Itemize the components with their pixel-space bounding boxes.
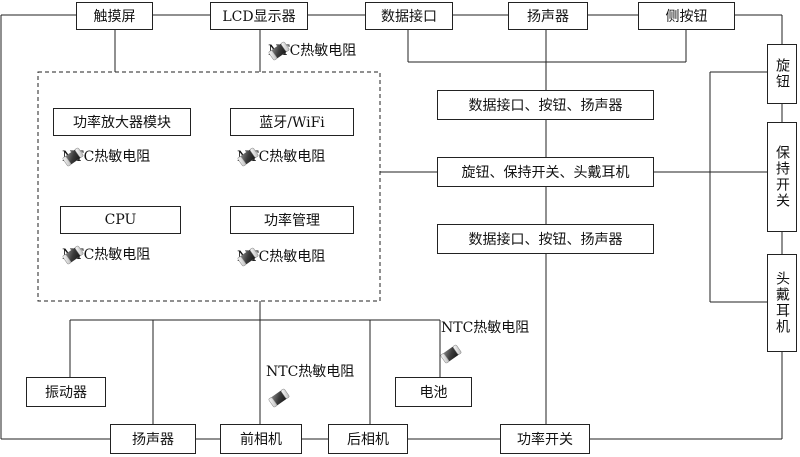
cpu-box: CPU xyxy=(60,206,181,234)
rear-camera-box: 后相机 xyxy=(328,424,408,454)
data-port-label: 数据接口 xyxy=(381,9,437,25)
speaker-top-label: 扬声器 xyxy=(527,9,569,25)
battery-box: 电池 xyxy=(395,377,472,407)
lcd-box: LCD显示器 xyxy=(210,2,308,30)
main-board-outline xyxy=(37,71,381,302)
middle-lower-box: 数据接口、按钮、扬声器 xyxy=(437,224,654,254)
ntc-thermistor-icon xyxy=(440,343,462,365)
knob-label: 旋钮 xyxy=(774,58,790,90)
speaker-bottom-box: 扬声器 xyxy=(110,424,196,454)
middle-upper-label: 数据接口、按钮、扬声器 xyxy=(468,98,623,114)
headphone-label: 头戴耳机 xyxy=(774,271,790,335)
touchscreen-label: 触摸屏 xyxy=(93,9,136,25)
side-button-box: 侧按钮 xyxy=(638,2,735,30)
power-amp-label: 功率放大器模块 xyxy=(73,115,171,131)
power-mgmt-label: 功率管理 xyxy=(264,213,320,229)
bluetooth-ntc: NTC热敏电阻 xyxy=(237,146,325,166)
lcd-ntc: NTC热敏电阻 xyxy=(268,40,356,60)
power-switch-box: 功率开关 xyxy=(500,424,590,454)
ntc-thermistor-icon xyxy=(237,146,259,168)
middle-upper-box: 数据接口、按钮、扬声器 xyxy=(437,90,654,120)
middle-center-label: 旋钮、保持开关、头戴耳机 xyxy=(461,165,630,181)
ntc-thermistor-icon xyxy=(62,146,84,168)
front-camera-box: 前相机 xyxy=(220,424,302,454)
ntc-thermistor-icon xyxy=(268,387,290,409)
camera-ntc-label: NTC热敏电阻 xyxy=(266,364,355,380)
rear-camera-label: 后相机 xyxy=(347,432,389,448)
hold-switch-box: 保持开关 xyxy=(767,122,797,232)
speaker-top-box: 扬声器 xyxy=(508,2,588,30)
power-amp-ntc: NTC热敏电阻 xyxy=(62,146,150,166)
power-mgmt-ntc-label: NTC热敏电阻 xyxy=(237,249,326,265)
power-mgmt-ntc: NTC热敏电阻 xyxy=(237,246,325,266)
bluetooth-ntc-label: NTC热敏电阻 xyxy=(237,149,326,165)
side-button-label: 侧按钮 xyxy=(665,9,708,25)
power-amp-box: 功率放大器模块 xyxy=(53,108,191,136)
battery-ntc-label: NTC热敏电阻 xyxy=(441,320,530,336)
ntc-thermistor-icon xyxy=(62,244,84,266)
power-amp-ntc-label: NTC热敏电阻 xyxy=(62,149,151,165)
lcd-label: LCD显示器 xyxy=(222,9,296,25)
lcd-ntc-label: NTC热敏电阻 xyxy=(268,43,357,59)
battery-label: 电池 xyxy=(419,385,448,401)
cpu-ntc: NTC热敏电阻 xyxy=(62,244,150,264)
front-camera-label: 前相机 xyxy=(240,432,282,448)
power-switch-label: 功率开关 xyxy=(517,432,573,448)
vibrator-box: 振动器 xyxy=(26,377,106,407)
knob-box: 旋钮 xyxy=(767,44,797,104)
ntc-thermistor-icon xyxy=(237,246,259,268)
middle-center-box: 旋钮、保持开关、头戴耳机 xyxy=(437,157,654,187)
data-port-box: 数据接口 xyxy=(365,2,453,30)
vibrator-label: 振动器 xyxy=(45,385,87,401)
touchscreen-box: 触摸屏 xyxy=(76,2,153,30)
power-mgmt-box: 功率管理 xyxy=(230,206,354,234)
bluetooth-box: 蓝牙/WiFi xyxy=(230,108,354,136)
ntc-thermistor-icon xyxy=(268,40,290,62)
middle-lower-label: 数据接口、按钮、扬声器 xyxy=(468,232,623,248)
cpu-ntc-label: NTC热敏电阻 xyxy=(62,247,151,263)
hold-switch-label: 保持开关 xyxy=(774,145,790,209)
speaker-bottom-label: 扬声器 xyxy=(132,432,174,448)
cpu-label: CPU xyxy=(104,212,137,228)
bluetooth-label: 蓝牙/WiFi xyxy=(259,115,325,131)
headphone-box: 头戴耳机 xyxy=(767,254,797,352)
